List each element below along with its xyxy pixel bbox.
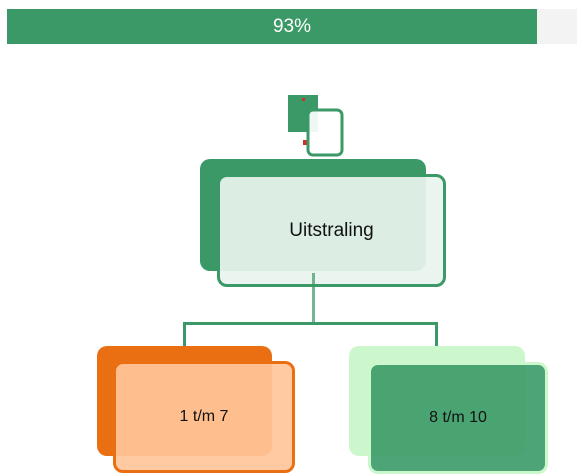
root-node-label: Uitstraling — [289, 219, 374, 241]
progress-label: 93% — [272, 16, 312, 37]
child-node-left: 1 t/m 7 — [113, 361, 295, 473]
connector-trunk — [312, 273, 315, 325]
child-node-right-label: 8 t/m 10 — [429, 409, 487, 426]
root-node: Uitstraling — [217, 174, 446, 287]
document-icon — [288, 95, 344, 157]
connector-left-drop — [183, 322, 186, 348]
connector-bar — [183, 322, 438, 325]
progress-fill — [7, 9, 538, 44]
child-node-left-label: 1 t/m 7 — [179, 408, 229, 425]
progress-bar: 93% — [7, 9, 577, 44]
connector-right-drop — [435, 322, 438, 348]
child-node-right: 8 t/m 10 — [368, 362, 548, 474]
